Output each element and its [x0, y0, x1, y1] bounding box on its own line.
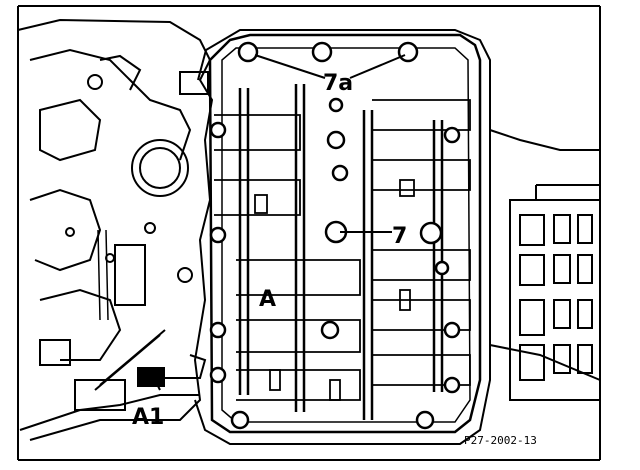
separator-plate — [194, 29, 491, 445]
right-overlay-plate — [489, 129, 601, 401]
leader-lines — [149, 54, 406, 391]
label-a: A — [259, 287, 276, 312]
valve-bores — [214, 99, 471, 401]
label-7: 7 — [392, 224, 407, 249]
valve-rods — [238, 84, 444, 420]
frame-lines — [17, 5, 601, 461]
bolts — [209, 41, 461, 430]
transmission-case — [17, 18, 214, 441]
valve-body-plate — [208, 33, 482, 434]
reference-code: P27-2002-13 — [464, 434, 537, 447]
label-7a: 7a — [323, 71, 353, 96]
label-a1: A1 — [132, 405, 164, 430]
connector-a1 — [94, 329, 207, 391]
